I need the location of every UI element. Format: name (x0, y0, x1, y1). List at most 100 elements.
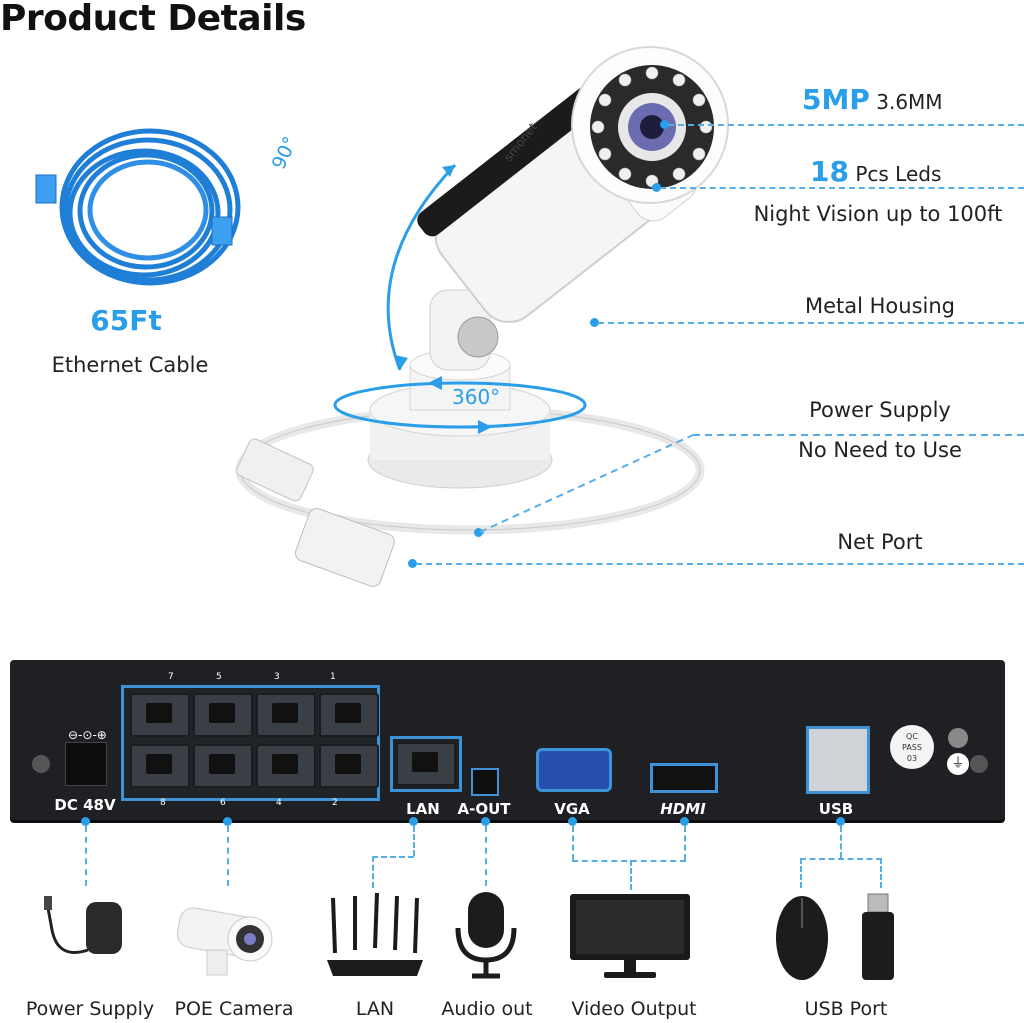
led-count: 18 (810, 155, 849, 188)
callout-dot (81, 817, 90, 826)
connector-line (800, 858, 882, 860)
connector-line (630, 860, 632, 890)
qc-text: PASS (902, 743, 922, 752)
port-number: 8 (160, 798, 166, 808)
bottom-label-video-output: Video Output (571, 998, 697, 1020)
dc-jack (65, 742, 107, 786)
callout-dot (474, 528, 483, 537)
connector-line (485, 826, 487, 886)
callout-dot (836, 817, 845, 826)
bottom-label-power-supply: Power Supply (25, 998, 155, 1020)
callout-dot (481, 817, 490, 826)
callout-dot (652, 183, 661, 192)
qc-sticker: QC PASS 03 (890, 725, 934, 769)
bullet-camera-image (235, 46, 729, 587)
connector-line (572, 860, 686, 862)
callout-line (482, 532, 484, 534)
pan-angle: 360° (452, 385, 501, 409)
poe-port (193, 693, 253, 737)
bottom-label-poe-camera: POE Camera (174, 998, 294, 1020)
dc-label: DC 48V (54, 796, 116, 814)
router-icon (327, 892, 423, 976)
screw-icon (970, 755, 988, 773)
bottom-label-lan: LAN (355, 998, 395, 1020)
power-supply-title: Power Supply (809, 398, 951, 422)
audio-out-jack (471, 768, 499, 796)
screw-icon (32, 755, 50, 773)
connector-line (85, 826, 87, 886)
aout-label: A-OUT (457, 800, 511, 818)
poe-port (256, 693, 316, 737)
callout-dot (408, 559, 417, 568)
port-number: 4 (276, 798, 282, 808)
connector-line (372, 856, 374, 888)
ground-icon: ⏚ (947, 753, 969, 775)
led-callout: 18 Pcs Leds (810, 155, 941, 188)
connector-line (684, 826, 686, 860)
monitor-icon (570, 894, 690, 978)
connector-line (800, 858, 802, 888)
resolution-value: 5MP (802, 83, 870, 116)
poe-port (319, 693, 379, 737)
poe-port (130, 744, 190, 788)
metal-housing: Metal Housing (804, 294, 955, 318)
usb-label: USB (818, 800, 854, 818)
callout-line (668, 124, 1024, 126)
ethernet-cable-image (35, 128, 241, 286)
resolution-callout: 5MP 3.6MM (802, 83, 943, 116)
callout-dot (409, 817, 418, 826)
microphone-icon (455, 892, 517, 979)
poe-port (193, 744, 253, 788)
page-title: Product Details (0, 0, 306, 39)
callout-dot (590, 318, 599, 327)
ground-screw-icon (948, 728, 968, 748)
port-number: 7 (168, 672, 174, 682)
callout-dot (660, 120, 669, 129)
connector-line (572, 826, 574, 860)
qc-text: QC (906, 732, 918, 741)
poe-port (130, 693, 190, 737)
net-port: Net Port (837, 530, 923, 554)
callout-line (660, 187, 1024, 189)
lan-port (396, 742, 456, 786)
cable-length: 65Ft (90, 304, 162, 337)
lens-value: 3.6MM (876, 90, 943, 114)
poe-port (319, 744, 379, 788)
connector-line (372, 856, 414, 858)
lan-label: LAN (406, 800, 440, 818)
port-number: 2 (332, 798, 338, 808)
bottom-label-audio-out: Audio out (441, 998, 533, 1020)
port-number: 5 (216, 672, 222, 682)
poe-camera-icon (176, 907, 273, 976)
led-unit: Pcs Leds (855, 162, 942, 186)
callout-line (416, 563, 1024, 565)
connector-line (840, 826, 842, 858)
cable-name: Ethernet Cable (51, 353, 209, 377)
hdmi-port (650, 763, 718, 793)
port-number: 1 (330, 672, 336, 682)
connector-line (413, 826, 415, 856)
mouse-icon (776, 896, 828, 980)
vga-label: VGA (554, 800, 590, 818)
power-supply-note: No Need to Use (798, 438, 962, 462)
usb-drive-icon (862, 893, 894, 980)
connector-line (880, 858, 882, 888)
qc-text: 03 (906, 754, 918, 763)
nvr-back-panel: ⊖-⊙-⊕ DC 48V 7 5 3 1 8 6 4 2 LAN A-OUT V… (10, 660, 1005, 820)
port-number: 6 (220, 798, 226, 808)
connector-line (227, 826, 229, 886)
hdmi-label: HDMI (660, 800, 706, 818)
port-number: 3 (274, 672, 280, 682)
callout-dot (568, 817, 577, 826)
usb-ports (806, 726, 870, 794)
power-leader-line (479, 434, 1024, 533)
dc-polarity-icon: ⊖-⊙-⊕ (68, 728, 107, 742)
callout-dot (223, 817, 232, 826)
night-vision: Night Vision up to 100ft (753, 202, 1003, 226)
poe-port (256, 744, 316, 788)
vga-port (536, 748, 612, 792)
bottom-label-usb-port: USB Port (804, 998, 888, 1020)
callout-line (598, 322, 1024, 324)
callout-dot (680, 817, 689, 826)
lan-port-frame (390, 736, 462, 792)
